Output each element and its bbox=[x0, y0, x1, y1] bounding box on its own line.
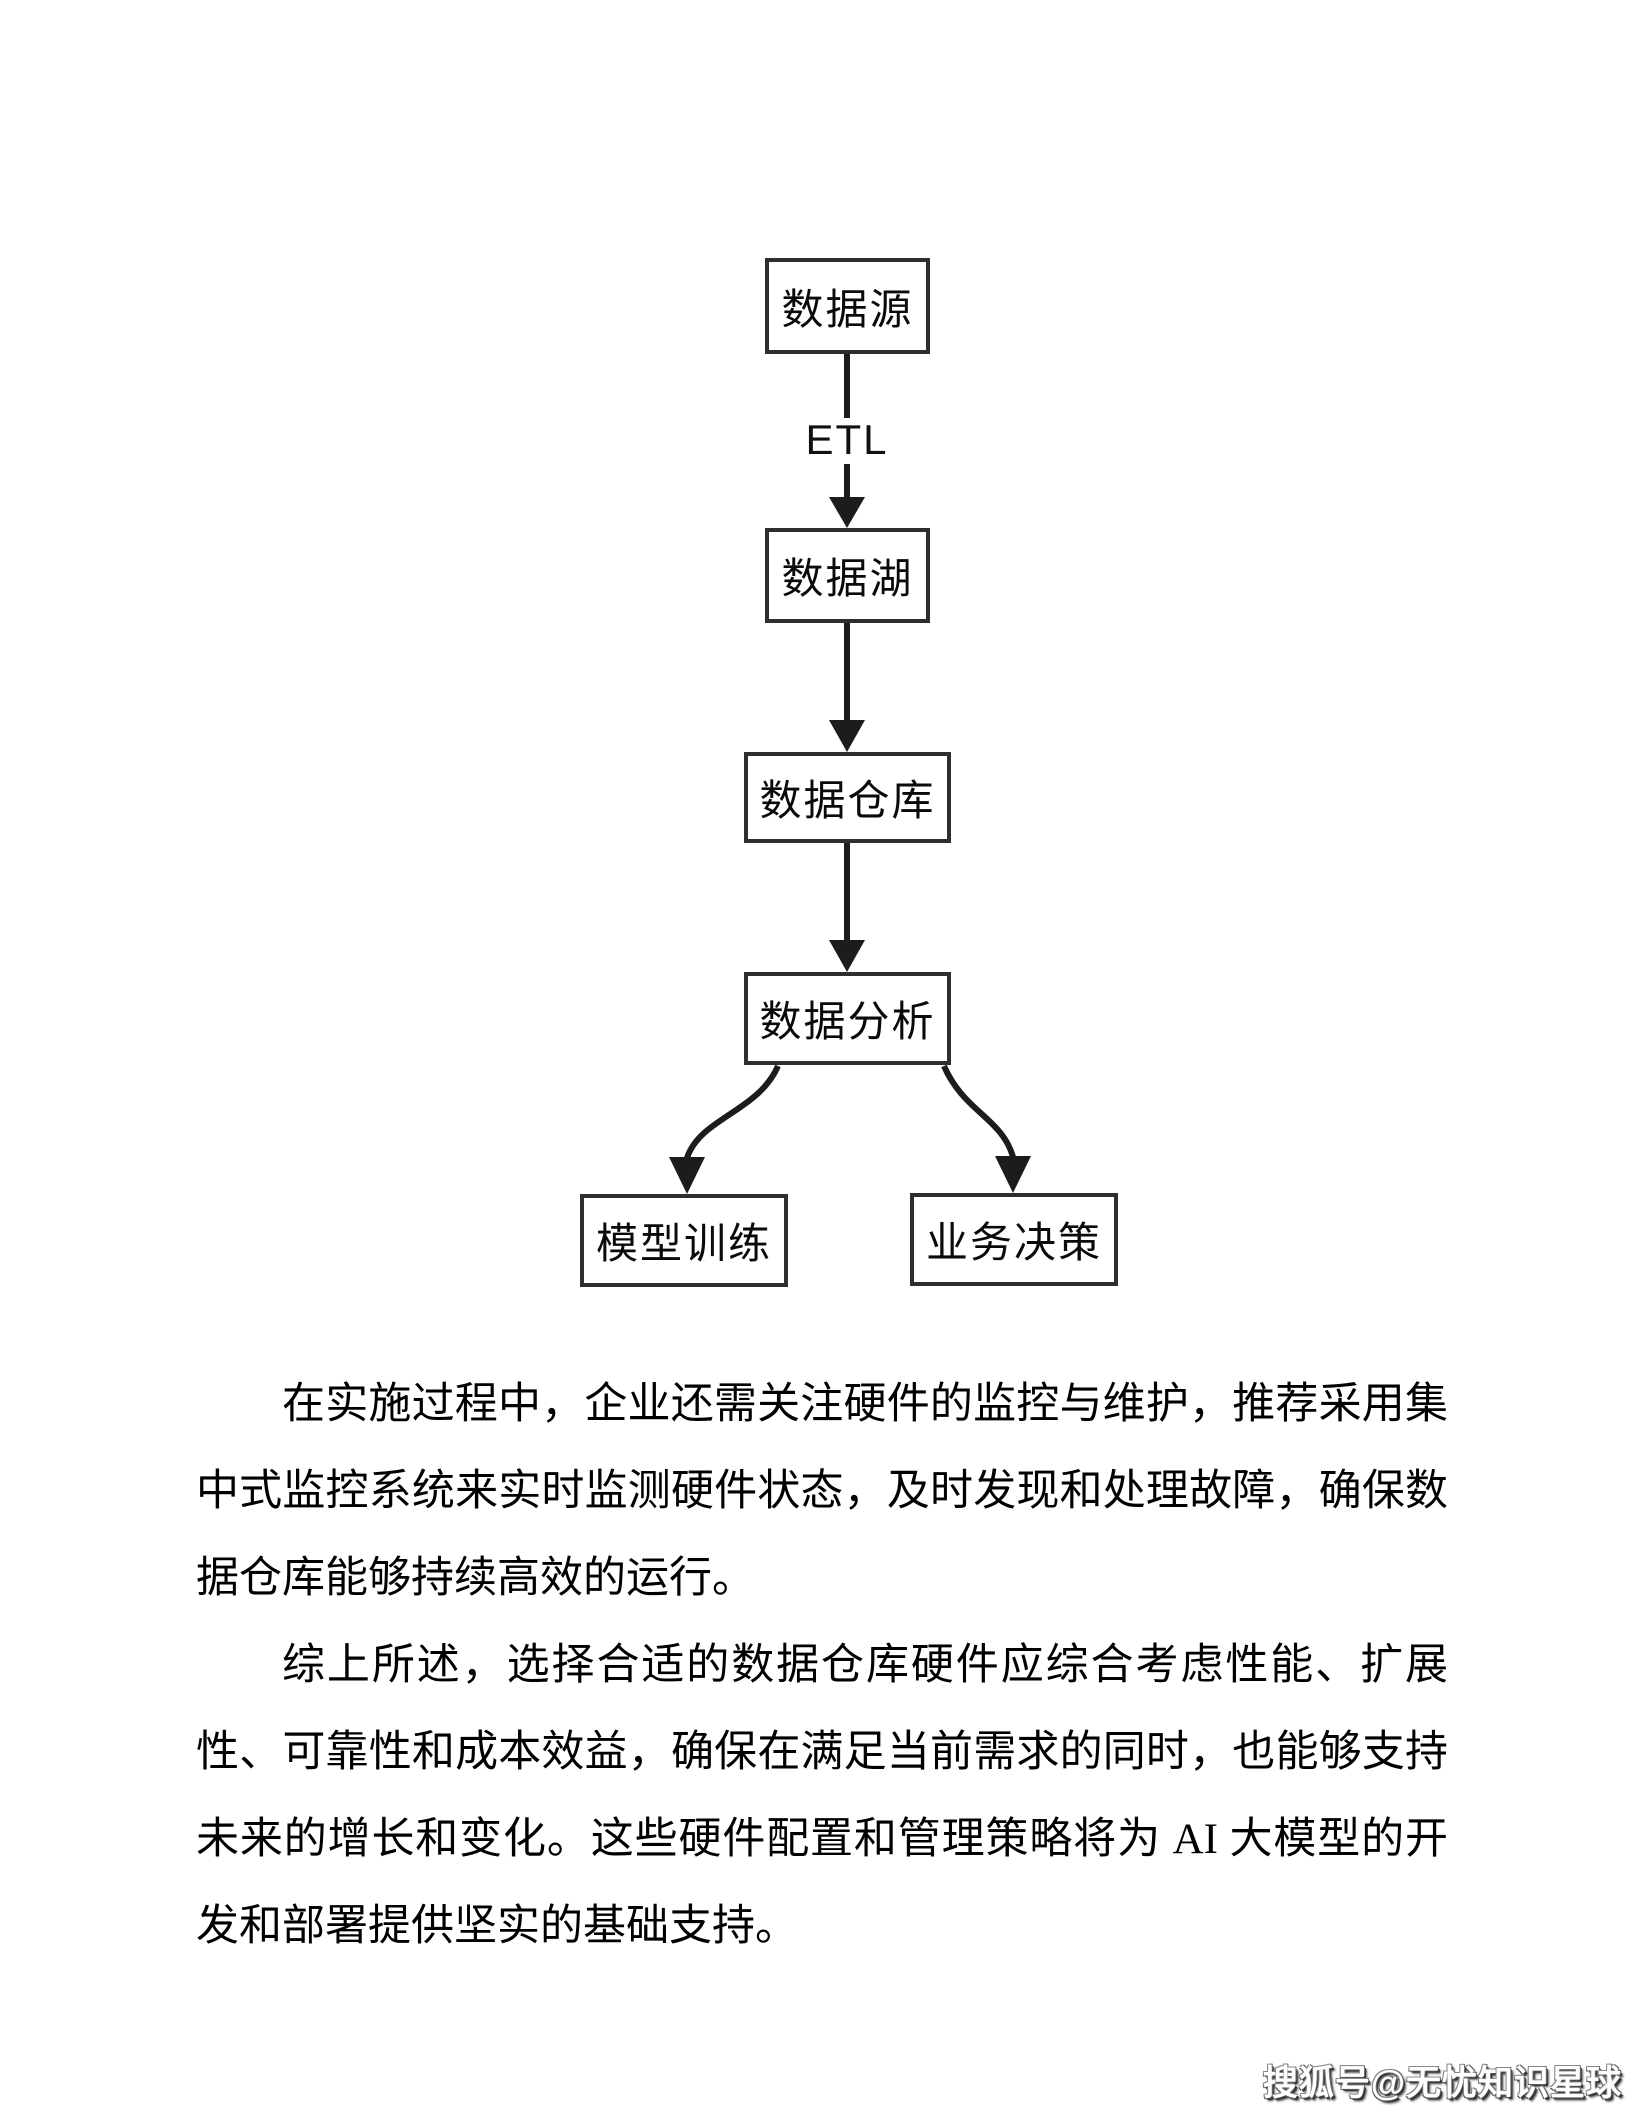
etl-label-text: ETL bbox=[805, 416, 889, 463]
arrowhead-into-warehouse bbox=[829, 720, 865, 752]
node-model-training: 模型训练 bbox=[580, 1194, 788, 1287]
node-business-decision: 业务决策 bbox=[910, 1193, 1118, 1286]
paragraph-2-line-3: 未来的增长和变化。这些硬件配置和管理策略将为 AI 大模型的开 bbox=[196, 1816, 1448, 1863]
arrowhead-into-analysis bbox=[829, 940, 865, 972]
node-data-warehouse: 数据仓库 bbox=[744, 752, 951, 843]
node-data-analysis: 数据分析 bbox=[744, 972, 951, 1065]
paragraph-1-line-2: 中式监控系统来实时监测硬件状态，及时发现和处理故障，确保数 bbox=[196, 1468, 1448, 1515]
arrowhead-into-lake bbox=[829, 497, 865, 528]
node-data-lake-label: 数据湖 bbox=[781, 555, 914, 602]
node-business-decision-label: 业务决策 bbox=[925, 1219, 1102, 1266]
node-data-analysis-label: 数据分析 bbox=[759, 998, 936, 1045]
paragraph-1-line-3: 据仓库能够持续高效的运行。 bbox=[196, 1555, 755, 1602]
paragraph-2-line-4: 发和部署提供坚实的基础支持。 bbox=[196, 1903, 798, 1950]
edge-analysis-to-training-curve bbox=[684, 1064, 781, 1160]
node-data-lake: 数据湖 bbox=[765, 528, 930, 623]
watermark-text: 搜狐号@无忧知识星球 bbox=[1262, 2064, 1622, 2103]
paragraph-1-line-1: 在实施过程中，企业还需关注硬件的监控与维护，推荐采用集 bbox=[282, 1381, 1448, 1428]
edge-analysis-to-decision-curve bbox=[941, 1064, 1016, 1158]
edge-label-etl: ETL bbox=[787, 416, 907, 463]
node-data-warehouse-label: 数据仓库 bbox=[759, 777, 936, 824]
node-data-source: 数据源 bbox=[765, 258, 930, 354]
paragraph-2-line-1: 综上所述，选择合适的数据仓库硬件应综合考虑性能、扩展 bbox=[282, 1642, 1448, 1689]
arrowhead-into-training bbox=[669, 1157, 705, 1194]
node-model-training-label: 模型训练 bbox=[595, 1220, 772, 1267]
arrowhead-into-decision bbox=[995, 1156, 1031, 1193]
node-data-source-label: 数据源 bbox=[781, 285, 914, 333]
body-text-block: 在实施过程中，企业还需关注硬件的监控与维护，推荐采用集 中式监控系统来实时监测硬… bbox=[196, 1361, 1448, 1970]
paragraph-2-line-2: 性、可靠性和成本效益，确保在满足当前需求的同时，也能够支持 bbox=[196, 1729, 1448, 1776]
